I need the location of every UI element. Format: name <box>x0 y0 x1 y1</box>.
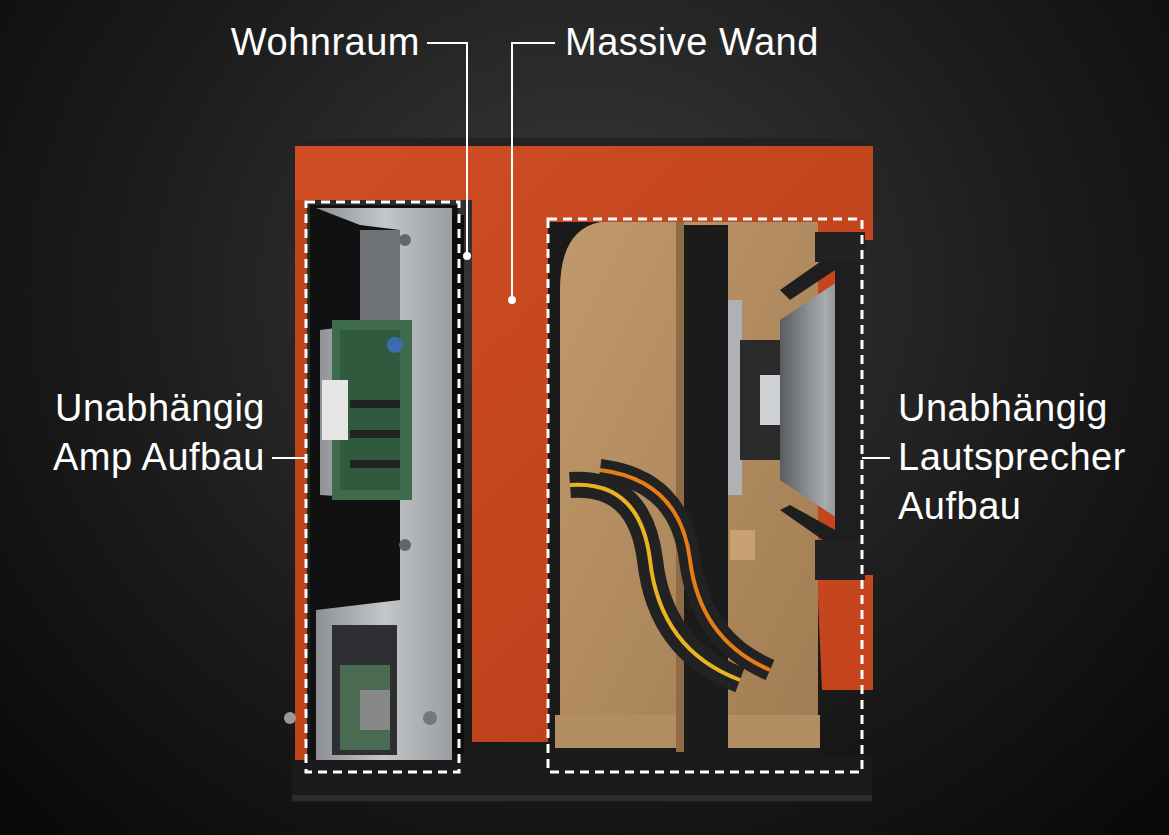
callout-label: Unabhängig Lautsprecher Aufbau <box>898 384 1162 531</box>
callout-label: Massive Wand <box>565 18 885 67</box>
driver <box>728 232 865 580</box>
housing-base <box>292 755 872 803</box>
dashed-box <box>306 202 459 772</box>
leader-dot <box>463 252 471 260</box>
callout-label: Wohnraum <box>170 18 420 67</box>
dashed-box <box>548 219 862 772</box>
housing-left <box>295 200 307 760</box>
leader-dot <box>508 296 516 304</box>
amp-chassis <box>284 205 464 760</box>
callout-label: Unabhängig Amp Aufbau <box>20 384 265 482</box>
speaker-cabinet <box>548 222 823 760</box>
leader-line <box>272 43 890 458</box>
